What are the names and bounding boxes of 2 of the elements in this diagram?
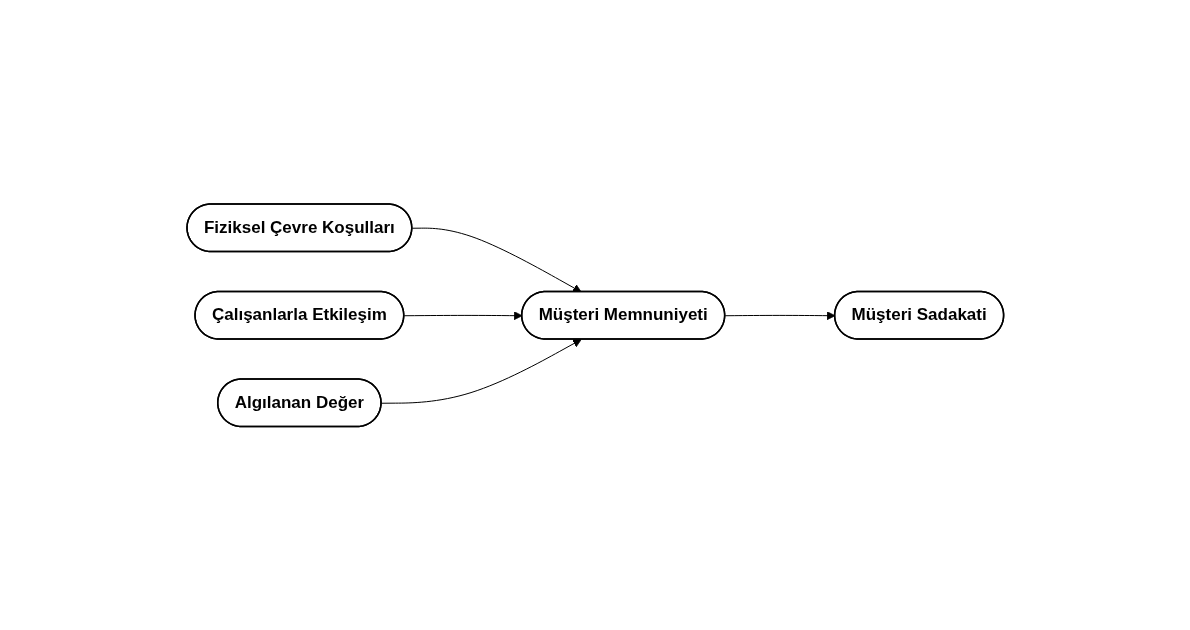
arrow [411,227,582,293]
arrow [380,338,582,404]
